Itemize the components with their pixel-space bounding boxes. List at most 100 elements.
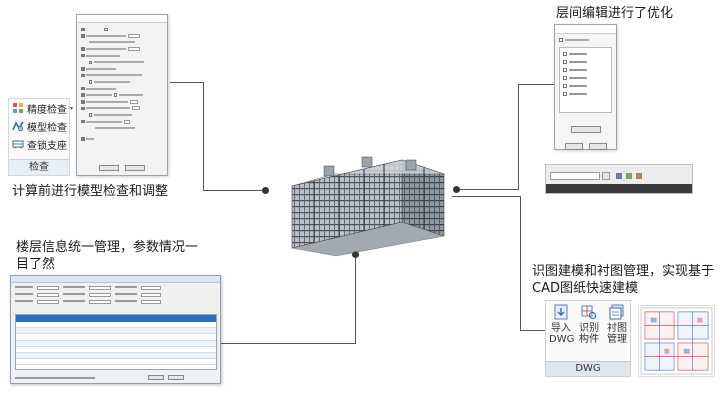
select-all-checkbox[interactable] [559, 38, 563, 42]
text-field[interactable] [37, 286, 59, 290]
text-field[interactable] [129, 99, 138, 104]
text-field[interactable] [37, 300, 59, 304]
dialog-option-row[interactable] [77, 85, 167, 92]
apply-button[interactable] [570, 126, 601, 133]
dialog-option-row[interactable] [77, 39, 167, 46]
dialog-option-row[interactable] [77, 99, 167, 106]
chevron-down-icon[interactable] [602, 172, 610, 180]
floor-list-item[interactable] [560, 50, 611, 58]
connector-floor-edit-h1 [518, 84, 554, 85]
floor-list-item[interactable] [560, 90, 611, 98]
support-lock-label: 查锁支座 [27, 140, 67, 152]
table-row[interactable] [16, 347, 216, 353]
dialog-option-row[interactable] [77, 79, 167, 86]
precision-check-button[interactable]: 精度检查 ▾ [9, 99, 73, 117]
caption-model-check: 计算前进行模型检查和调整 [12, 184, 169, 199]
underlay-manage-button[interactable]: 衬图管理 [603, 304, 631, 345]
dialog-option-row[interactable] [77, 46, 167, 53]
toolbar-icon[interactable] [636, 173, 642, 179]
dialog-option-row[interactable] [77, 26, 167, 33]
text-field[interactable] [89, 293, 111, 297]
dialog-ok-button[interactable] [99, 165, 119, 171]
model-check-icon [12, 120, 24, 132]
toolbar-icon[interactable] [616, 173, 622, 179]
floor-select-dropdown[interactable] [550, 172, 600, 180]
text-field[interactable] [127, 47, 140, 52]
model-check-button[interactable]: 模型检查 [9, 117, 69, 135]
text-field[interactable] [131, 106, 140, 111]
dialog-option-row[interactable] [77, 59, 167, 66]
connector-model-check-v [203, 82, 204, 190]
dialog-option-row[interactable] [77, 125, 167, 132]
dialog-cancel-button[interactable] [125, 165, 145, 171]
dialog-option-row[interactable] [77, 33, 167, 40]
checkbox[interactable] [88, 60, 92, 65]
support-lock-button[interactable]: 查锁支座 [9, 135, 69, 153]
dialog-option-row[interactable] [77, 118, 167, 125]
floor-list-item[interactable] [560, 58, 611, 66]
connector-model-check-h2 [203, 190, 265, 191]
floor-toolbar [545, 164, 693, 194]
floor-edit-dialog [554, 24, 617, 150]
checkbox[interactable] [563, 92, 567, 96]
dialog-option-row[interactable] [77, 66, 167, 73]
text-field[interactable] [141, 286, 161, 290]
import-dwg-button[interactable]: 导入DWG [547, 304, 575, 345]
checkbox[interactable] [81, 93, 85, 97]
table-row[interactable] [16, 340, 216, 347]
checkbox[interactable] [113, 93, 117, 97]
checkbox[interactable] [81, 27, 85, 32]
checkbox[interactable] [88, 80, 92, 84]
dialog-option-row[interactable] [77, 72, 167, 79]
table-row[interactable] [16, 359, 216, 366]
checkbox[interactable] [563, 68, 567, 72]
checkbox[interactable] [81, 137, 85, 141]
checkbox[interactable] [563, 52, 567, 56]
text-field[interactable] [127, 33, 140, 38]
dialog-option-row[interactable] [77, 112, 167, 119]
checkbox[interactable] [81, 47, 85, 51]
table-row[interactable] [16, 328, 216, 335]
table-row[interactable] [16, 352, 216, 360]
text-field[interactable] [123, 119, 130, 124]
dialog-option-row[interactable] [77, 52, 167, 59]
recognize-component-button[interactable]: 识别构件 [575, 304, 603, 345]
checkbox[interactable] [88, 113, 92, 117]
checkbox[interactable] [81, 106, 85, 111]
dialog-ok-button[interactable] [564, 143, 583, 150]
caption-floor-edit: 层间编辑进行了优化 [556, 6, 674, 21]
dialog-cancel-button[interactable] [588, 143, 607, 150]
text-field[interactable] [141, 300, 161, 304]
dialog-option-row[interactable] [77, 105, 167, 112]
checkbox[interactable] [81, 53, 85, 58]
text-field[interactable] [89, 300, 111, 304]
footer-note [15, 377, 95, 379]
dialog-ok-button[interactable] [148, 375, 164, 380]
checkbox[interactable] [81, 86, 85, 91]
dialog-option-row[interactable] [555, 34, 616, 43]
dialog-cancel-button[interactable] [168, 375, 184, 380]
checkbox[interactable] [81, 67, 85, 71]
checkbox[interactable] [563, 84, 567, 88]
checkbox[interactable] [81, 73, 85, 78]
dialog-option-row[interactable] [77, 136, 167, 143]
text-field[interactable] [141, 293, 161, 297]
connector-floor-info-v [355, 254, 356, 344]
text-field[interactable] [37, 293, 59, 297]
checkbox[interactable] [104, 27, 108, 32]
underlay-manage-label: 衬图管理 [607, 323, 627, 345]
dialog-option-row[interactable] [77, 92, 167, 99]
floor-list-item[interactable] [560, 82, 611, 90]
table-row[interactable] [16, 322, 216, 329]
floor-list-item[interactable] [560, 66, 611, 74]
floor-edit-dialog-titlebar [555, 25, 616, 34]
checkbox[interactable] [81, 34, 85, 38]
checkbox[interactable] [81, 100, 85, 104]
checkbox[interactable] [81, 119, 85, 124]
checkbox[interactable] [563, 60, 567, 64]
text-field[interactable] [89, 286, 111, 290]
toolbar-icon[interactable] [626, 173, 632, 179]
table-row[interactable] [16, 334, 216, 341]
checkbox[interactable] [563, 76, 567, 80]
floor-list-item[interactable] [560, 74, 611, 82]
